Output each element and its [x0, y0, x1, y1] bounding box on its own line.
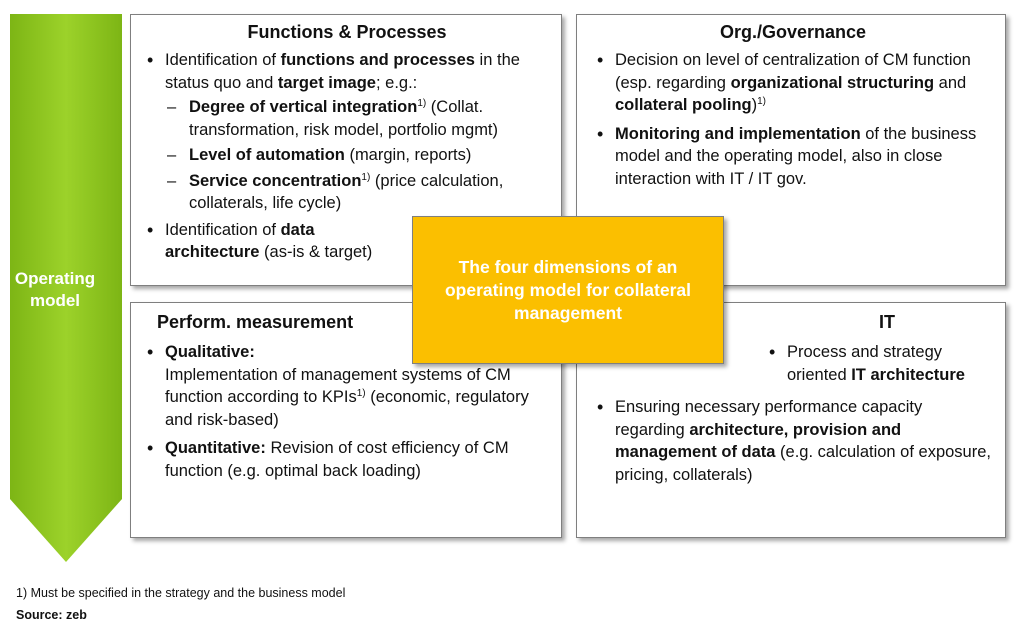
list-item: • Decision on level of centralization of… [597, 50, 971, 114]
org-governance-title: Org./Governance [719, 22, 867, 42]
sub-list-item: – Service concentration1) (price calcula… [167, 171, 504, 213]
center-box: The four dimensions of an operating mode… [412, 216, 724, 364]
list-item: • Qualitative: [147, 342, 255, 362]
center-text: The four dimensions of an operating mode… [444, 256, 692, 323]
sub-list-item: – Degree of vertical integration1) (Coll… [167, 98, 499, 139]
list-item-detail: Implementation of management systems of … [165, 365, 529, 429]
source-note: Source: zeb [16, 608, 87, 622]
it-title: IT [879, 312, 895, 332]
list-item: • Monitoring and implementation of the b… [597, 123, 977, 188]
performance-measurement-title: Perform. measurement [157, 312, 354, 332]
operating-model-arrow [10, 14, 122, 562]
list-item: • Identification of data architecture (a… [147, 219, 373, 262]
sub-list-item: – Level of automation (margin, reports) [167, 146, 472, 164]
functions-processes-title: Functions & Processes [247, 22, 447, 42]
list-item: • Quantitative: Revision of cost efficie… [147, 438, 509, 480]
operating-model-label: Operating model [14, 269, 96, 310]
footnote: 1) Must be specified in the strategy and… [16, 586, 346, 600]
list-item: • Process and strategy oriented IT archi… [769, 342, 965, 384]
list-item: • Identification of functions and proces… [147, 50, 520, 92]
list-item: • Ensuring necessary performance capacit… [597, 397, 991, 484]
